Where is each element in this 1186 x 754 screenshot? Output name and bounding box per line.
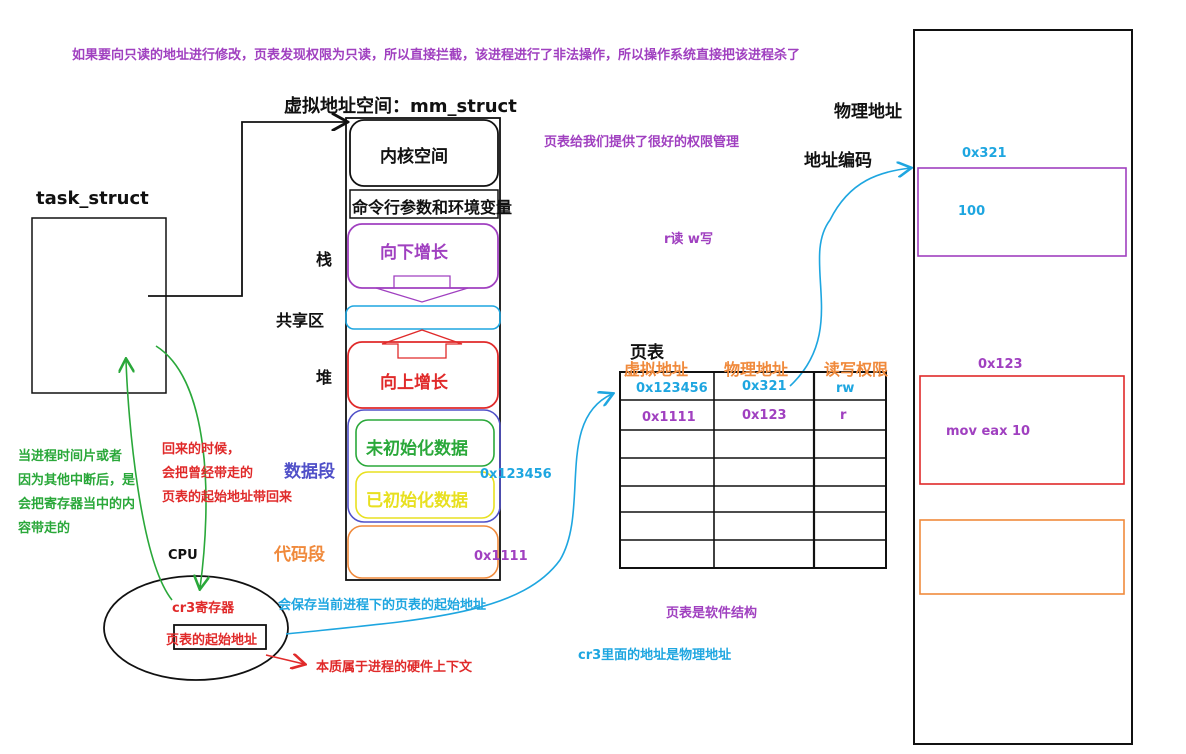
- cr3-value-box: [173, 624, 267, 650]
- cpu-label: CPU: [168, 548, 198, 563]
- pt-row1-physical: 0x321: [742, 379, 787, 394]
- uninit-box: [355, 419, 495, 467]
- task-struct-label: task_struct: [36, 188, 149, 209]
- pt-header-virtual: 虚拟地址: [624, 360, 689, 379]
- heap-label: 堆: [316, 368, 333, 387]
- physical-memory-column: [913, 29, 1133, 745]
- address-encoding-label: 地址编码: [804, 151, 872, 171]
- pt-row1-virtual: 0x123456: [636, 381, 708, 396]
- left-note-line-4: 容带走的: [18, 521, 71, 536]
- return-note-line-3: 页表的起始地址带回来: [162, 490, 293, 505]
- up-arrow-shape: [381, 329, 463, 359]
- args-env-box: [349, 189, 499, 219]
- addr-data-label: 0x123456: [480, 467, 552, 482]
- uninit-label: 未初始化数据: [366, 439, 468, 459]
- physical-block-empty: [919, 519, 1125, 595]
- essence-note: 本质属于进程的硬件上下文: [316, 660, 473, 675]
- addr-code-label: 0x1111: [474, 549, 528, 564]
- data-segment-label: 数据段: [284, 462, 335, 482]
- software-note: 页表是软件结构: [666, 606, 758, 621]
- page-table-start-label: 页表的起始地址: [166, 633, 258, 648]
- down-arrow-shape: [375, 275, 469, 303]
- green-down-curve: [155, 345, 206, 588]
- kernel-space-label: 内核空间: [380, 147, 448, 167]
- pt-row2-physical: 0x123: [742, 408, 787, 423]
- stack-box: [347, 223, 499, 289]
- block2-address: 0x123: [978, 357, 1023, 372]
- heap-box: [347, 341, 499, 409]
- block1-value: 100: [958, 204, 986, 219]
- permission-note: 页表给我们提供了很好的权限管理: [544, 135, 740, 150]
- cr3-register-label: cr3寄存器: [172, 601, 235, 616]
- return-note-line-2: 会把曾经带走的: [162, 466, 254, 481]
- pagetable-to-physical-curve: [789, 168, 910, 387]
- shared-label: 共享区: [276, 311, 325, 330]
- stack-label: 栈: [316, 250, 333, 269]
- init-box: [355, 471, 495, 519]
- physical-block-0x123: [919, 375, 1125, 485]
- top-note: 如果要向只读的地址进行修改，页表发现权限为只读，所以直接拦截，该进程进行了非法操…: [72, 48, 801, 63]
- data-segment-box: [347, 409, 501, 523]
- rw-note: r读 w写: [664, 232, 713, 247]
- block2-value: mov eax 10: [946, 424, 1031, 439]
- cr3-to-pagetable-curve: [285, 394, 612, 635]
- essence-arrow: [265, 655, 304, 664]
- cr3-physical-note: cr3里面的地址是物理地址: [578, 648, 732, 663]
- pt-header-physical: 物理地址: [724, 360, 789, 379]
- return-note-line-1: 回来的时候，: [162, 442, 241, 457]
- left-note-line-1: 当进程时间片或者: [18, 449, 123, 464]
- pt-row2-virtual: 0x1111: [642, 410, 696, 425]
- page-table-title: 页表: [630, 343, 664, 363]
- save-note: 会保存当前进程下的页表的起始地址: [278, 598, 487, 613]
- init-label: 已初始化数据: [366, 491, 468, 511]
- code-segment-box: [347, 525, 499, 579]
- mm-struct-title: 虚拟地址空间：mm_struct: [284, 96, 517, 117]
- pt-row1-permission: rw: [836, 381, 855, 396]
- code-segment-label: 代码段: [274, 545, 325, 565]
- pt-header-permission: 读写权限: [824, 360, 889, 379]
- green-up-curve: [126, 360, 173, 601]
- task-to-mm-line: [148, 122, 346, 297]
- task-struct-box: [31, 217, 167, 394]
- physical-block-0x321: [917, 167, 1127, 257]
- pt-row2-permission: r: [840, 408, 847, 423]
- heap-grow-label: 向上增长: [380, 373, 448, 393]
- args-env-label: 命令行参数和环境变量: [352, 198, 513, 217]
- physical-title: 物理地址: [834, 102, 902, 122]
- shared-box: [345, 305, 501, 330]
- stack-grow-label: 向下增长: [380, 243, 448, 263]
- cpu-ellipse: [103, 575, 289, 681]
- page-table-grid: [619, 371, 887, 569]
- kernel-space-box: [349, 119, 499, 187]
- mm-struct-column: [345, 117, 501, 581]
- block1-address: 0x321: [962, 146, 1007, 161]
- left-note-line-3: 会把寄存器当中的内: [18, 497, 136, 512]
- left-note-line-2: 因为其他中断后，是: [18, 473, 136, 488]
